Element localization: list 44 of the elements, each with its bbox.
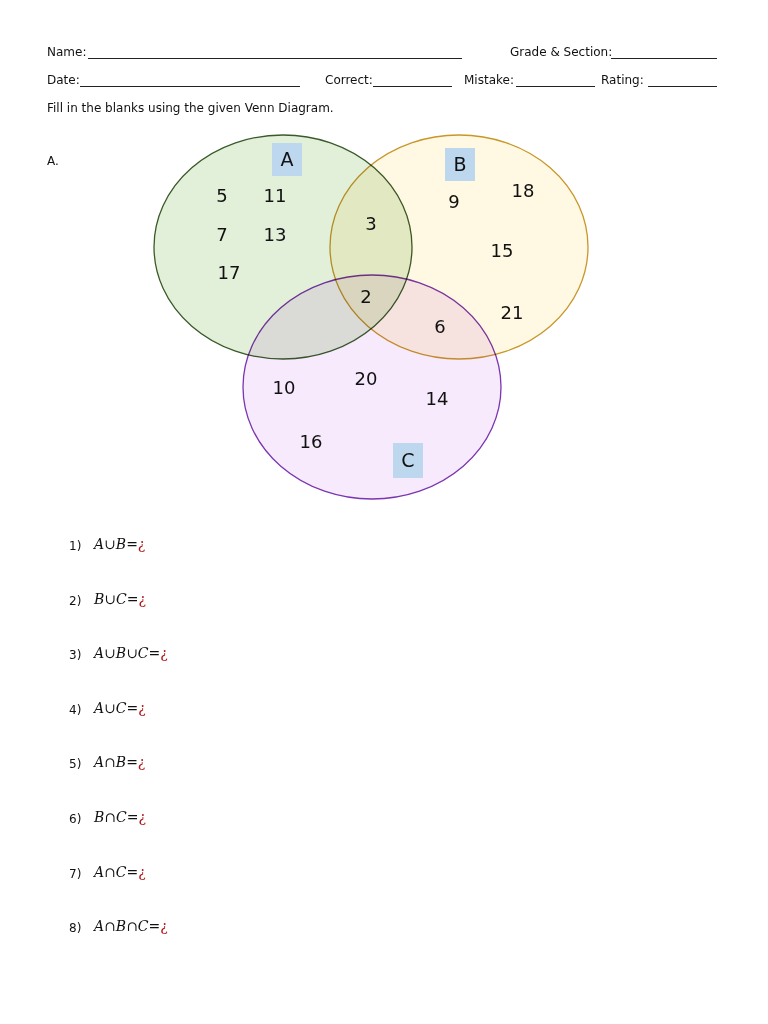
set-expression: A∩B=¿	[94, 754, 146, 771]
field-label: Date:	[47, 73, 80, 87]
element-number: 17	[217, 261, 241, 283]
set-expression: A∪B∪C=¿	[94, 645, 168, 662]
element-number: 10	[272, 376, 296, 398]
element-number: 9	[448, 190, 460, 212]
question-number: 5)	[69, 757, 82, 772]
question-number: 6)	[69, 812, 82, 826]
set-expression: A∩B∩C=¿	[94, 918, 168, 935]
field-label: Rating:	[601, 73, 644, 87]
field-label: Grade & Section:	[510, 45, 613, 59]
element-number: 20	[354, 367, 378, 389]
element-number: 18	[511, 179, 535, 201]
element-number: 2	[360, 285, 372, 307]
element-number: 16	[299, 430, 323, 452]
question-number: 7)	[69, 866, 82, 881]
element-number: 5	[216, 184, 228, 206]
element-number: 21	[500, 301, 524, 323]
element-number: 6	[434, 315, 446, 337]
question-number: 2)	[69, 593, 82, 608]
element-number: 3	[365, 212, 377, 234]
set-label: C	[393, 443, 423, 478]
element-number: 14	[425, 387, 449, 409]
question-number: 1)	[69, 539, 82, 553]
question-number: 4)	[69, 702, 82, 717]
field-label: Mistake:	[464, 73, 514, 87]
part-label: A.	[47, 154, 59, 168]
question-number: 3)	[69, 648, 82, 663]
element-number: 13	[263, 223, 287, 245]
set-label: A	[272, 143, 302, 176]
element-number: 7	[216, 223, 228, 245]
instruction-text: Fill in the blanks using the given Venn Diagram.	[47, 101, 334, 115]
field-label: Correct:	[325, 73, 373, 87]
venn-circle	[242, 274, 502, 500]
set-expression: B∪C=¿	[94, 590, 146, 607]
element-number: 11	[263, 184, 287, 206]
element-number: 15	[490, 239, 514, 261]
set-expression: A∪B=¿	[94, 536, 146, 552]
set-expression: B∩C=¿	[94, 809, 146, 825]
set-label: B	[445, 148, 475, 181]
field-label: Name:	[47, 45, 87, 59]
set-expression: A∪C=¿	[94, 699, 146, 716]
set-expression: A∩C=¿	[94, 863, 146, 880]
question-number: 8)	[69, 921, 82, 936]
